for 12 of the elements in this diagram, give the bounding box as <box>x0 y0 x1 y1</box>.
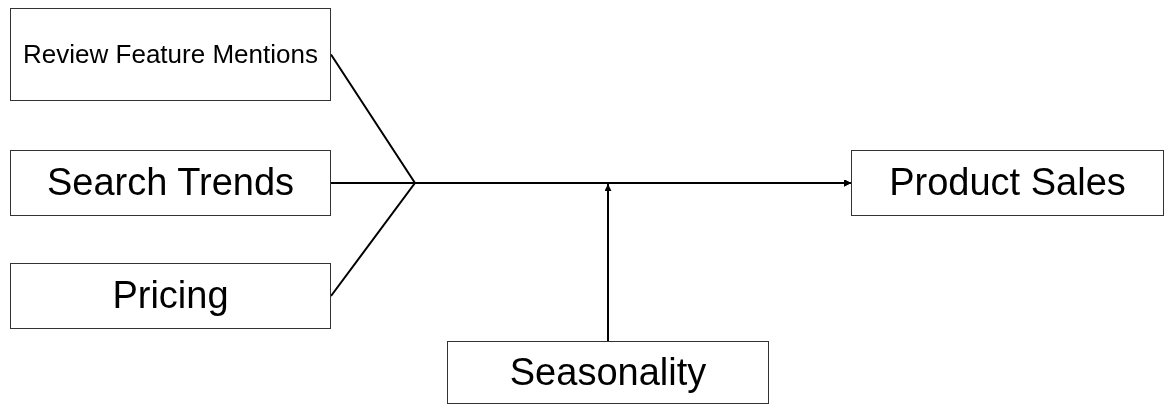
process-box <box>447 341 769 404</box>
process-box <box>10 263 331 329</box>
process-box <box>851 150 1164 216</box>
node-label: Review Feature Mentions <box>23 38 318 71</box>
node-label: Seasonality <box>509 349 707 395</box>
arrow <box>604 183 612 342</box>
node-label: Pricing <box>112 273 229 319</box>
node-label: Search Trends <box>46 160 295 206</box>
process-box <box>10 150 331 216</box>
arrow <box>330 179 852 297</box>
process-box <box>10 8 331 101</box>
node-label: Product Sales <box>889 160 1126 206</box>
